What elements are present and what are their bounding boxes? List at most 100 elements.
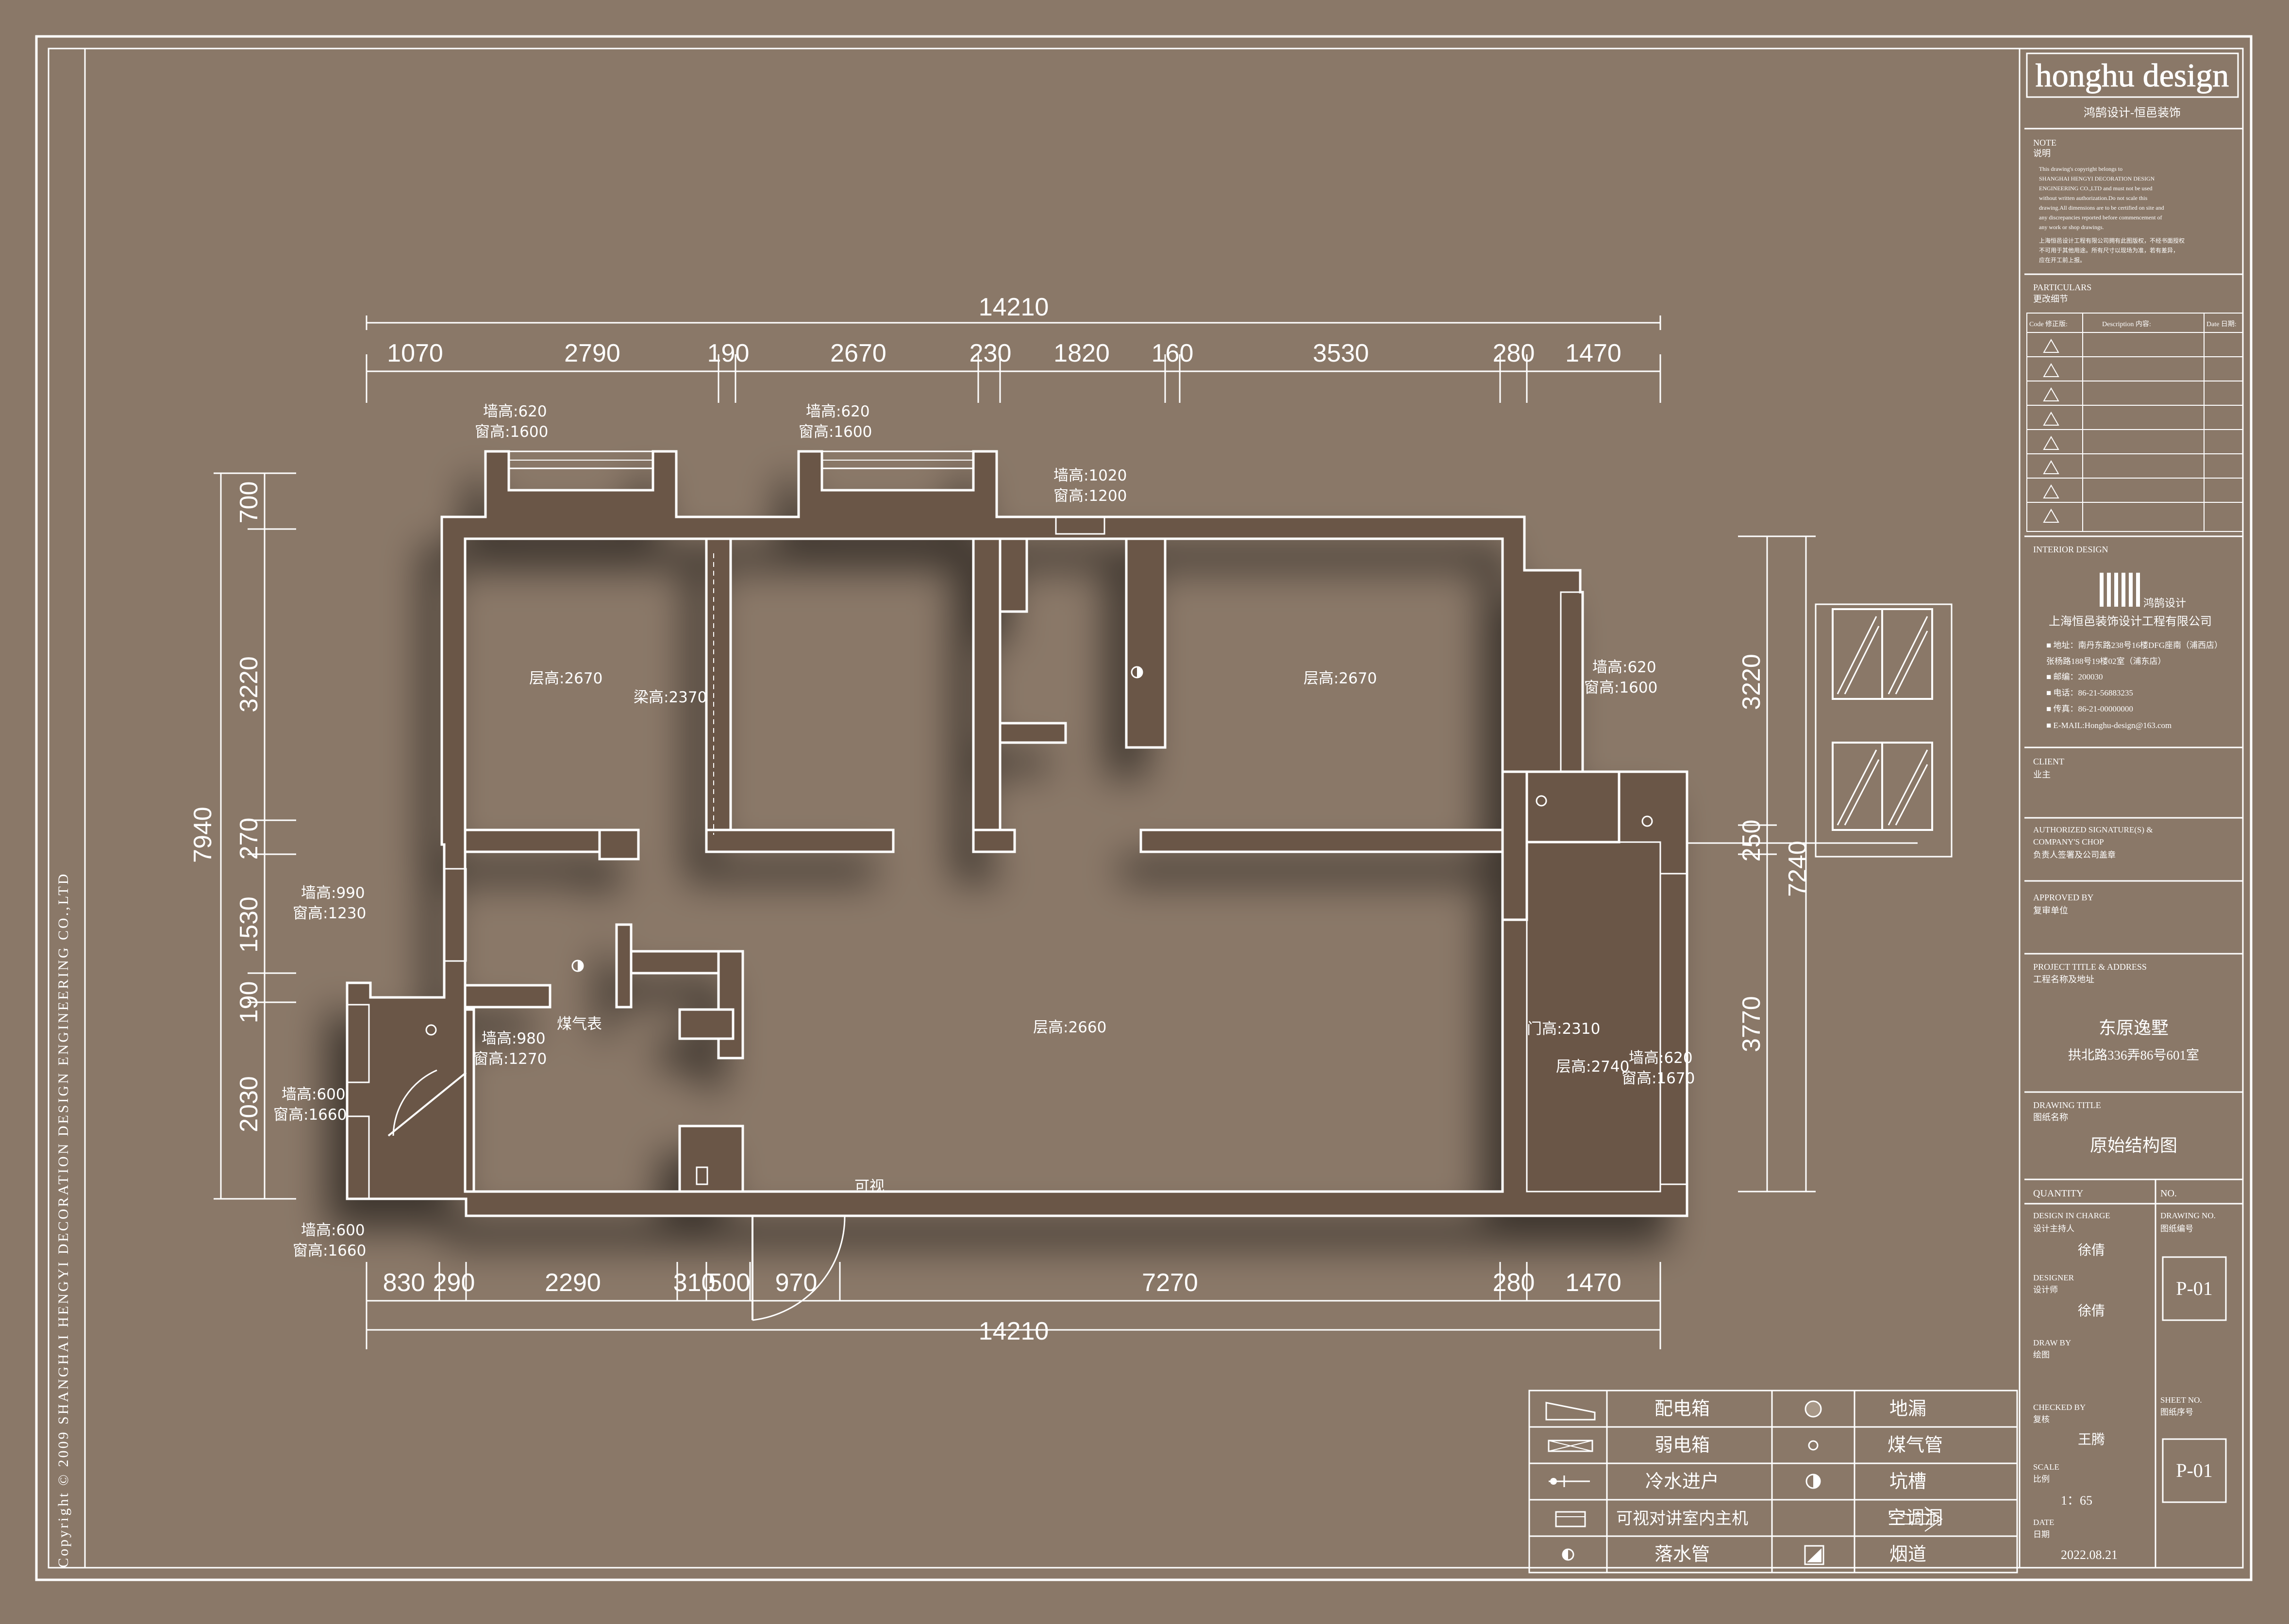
dim-top-4: 230	[969, 339, 1012, 367]
contact-5: ■ E-MAIL:Honghu-design@163.com	[2046, 721, 2172, 730]
label-window-height-5: 窗高:1230	[293, 905, 366, 922]
dim-bottom-total: 14210	[979, 1317, 1049, 1345]
left-dimension-lines	[214, 472, 296, 1200]
right-dimension-lines	[1738, 535, 1816, 1193]
dim-left-2: 270	[235, 818, 263, 860]
label-window-height-4: 窗高:1600	[1584, 679, 1657, 696]
ac-platform	[1525, 770, 1621, 844]
scale-cn: 比例	[2033, 1475, 2050, 1484]
label-window-height-8: 窗高:1660	[293, 1242, 366, 1259]
label-beam-height: 梁高:2370	[634, 689, 707, 706]
dim-top-7: 3530	[1313, 339, 1369, 367]
dim-top-0: 1070	[387, 339, 443, 367]
col-desc: Description 内容:	[2102, 320, 2151, 328]
drawing-title-en: DRAWING TITLE	[2033, 1100, 2101, 1110]
sheet-no-en: SHEET NO.	[2160, 1395, 2202, 1405]
designer-en: DESIGNER	[2033, 1273, 2074, 1282]
designer-value: 徐倩	[2078, 1303, 2105, 1319]
wall-kitchen-left	[464, 1008, 475, 1193]
title-block: honghu design 鸿鹄设计-恒邑装饰 NOTE 说明 This dra…	[2024, 52, 2243, 1568]
dim-bottom-1: 290	[433, 1269, 475, 1297]
note-line-9: 应在开工前上报。	[2039, 256, 2086, 264]
left-dimension-text: 7940 700 3220 270 1530 190 2030	[189, 481, 263, 1132]
legend-right-1: 煤气管	[1888, 1435, 1943, 1456]
drawing-no-box	[2162, 1256, 2227, 1321]
dim-right-0: 3220	[1738, 654, 1766, 710]
client-cn: 业主	[2033, 770, 2051, 779]
outer-frame	[35, 35, 2253, 1581]
label-intercom: 可视	[854, 1178, 885, 1195]
note-line-1: SHANGHAI HENGYI DECORATION DESIGN	[2039, 175, 2155, 182]
windows	[346, 450, 1688, 1200]
dim-right-1: 250	[1738, 820, 1766, 862]
note-line-8: 不可用于其他用途。所有尺寸以现场为准，若有差异，	[2039, 247, 2179, 254]
balcony-room	[1526, 841, 1661, 1193]
entrance-door[interactable]	[752, 1215, 846, 1321]
pit-icon-half	[578, 961, 583, 971]
brand-subtitle: 鸿鹄设计-恒邑装饰	[2084, 106, 2181, 119]
wall-bed1-stub	[598, 829, 640, 861]
window-elevation-symbols	[1815, 603, 1953, 858]
company-name: 上海恒邑装饰设计工程有限公司	[2049, 615, 2212, 628]
label-ceiling-living: 层高:2660	[1033, 1019, 1106, 1036]
label-wall-height-5: 墙高:990	[301, 884, 365, 902]
logo-box	[2026, 52, 2239, 98]
design-in-charge-en: DESIGN IN CHARGE	[2033, 1211, 2110, 1220]
legend-right-2: 坑槽	[1889, 1472, 1926, 1492]
client-en: CLIENT	[2033, 757, 2064, 766]
scale-en: SCALE	[2033, 1462, 2059, 1472]
label-window-height-7: 窗高:1660	[273, 1106, 347, 1124]
dim-top-8: 280	[1493, 339, 1535, 367]
label-ceiling-balcony: 层高:2740	[1556, 1058, 1629, 1076]
label-door-height: 门高:2310	[1527, 1020, 1600, 1038]
balcony-door[interactable]	[387, 1069, 467, 1137]
plan-labels: 墙高:620 窗高:1600 墙高:620 窗高:1600 墙高:1020 窗高…	[273, 403, 1695, 1259]
legend-left-3: 可视对讲室内主机	[1616, 1509, 1748, 1528]
note-line-6: any work or shop drawings.	[2039, 224, 2104, 231]
label-window-height-2: 窗高:1600	[799, 423, 872, 441]
dim-left-4: 190	[235, 981, 263, 1024]
downpipe-half	[1563, 1549, 1568, 1560]
wall-bed2-bath	[972, 537, 1002, 853]
label-window-height-9: 窗高:1670	[1621, 1070, 1695, 1087]
contact-3: ■ 电话：86-21-56883235	[2046, 688, 2133, 697]
drawing-no-en: DRAWING NO.	[2160, 1211, 2216, 1220]
wall-group	[346, 450, 1688, 1217]
note-heading-en: NOTE	[2033, 138, 2056, 148]
dim-top-1: 2790	[564, 339, 620, 367]
dim-bottom-4: 500	[708, 1269, 751, 1297]
checked-en: CHECKED BY	[2033, 1403, 2086, 1412]
label-gas-meter: 煤气表	[557, 1015, 602, 1033]
contact-lines: ■ 地址：南丹东路238号16楼DFG座南（浦西店） 张杨路188号19楼02室…	[2046, 641, 2222, 730]
brand-logo: honghu design	[2036, 57, 2229, 94]
dim-top-5: 1820	[1053, 339, 1110, 367]
legend-left-1: 弱电箱	[1654, 1435, 1710, 1456]
revision-triangles	[2043, 338, 2059, 523]
cold-water-dot	[1550, 1478, 1557, 1485]
intercom-icon	[1555, 1511, 1586, 1527]
label-wall-height-2: 墙高:620	[806, 403, 870, 420]
dim-left-5: 2030	[235, 1076, 263, 1132]
drawing-no-cn: 图纸编号	[2160, 1224, 2193, 1233]
weak-box-icon	[1548, 1440, 1593, 1452]
dim-top-3: 2670	[830, 339, 886, 367]
dim-bottom-7: 280	[1493, 1269, 1535, 1297]
project-name: 东原逸墅	[2099, 1018, 2169, 1038]
drawing-title-value: 原始结构图	[2090, 1136, 2177, 1155]
date-en: DATE	[2033, 1518, 2054, 1527]
drawing-no-value: P-01	[2176, 1277, 2213, 1299]
dim-right-2: 3770	[1738, 996, 1766, 1052]
ac-hole-icon	[1891, 1507, 1943, 1532]
particulars-heading-cn: 更改细节	[2033, 294, 2068, 304]
floor-drain-half	[1137, 667, 1142, 678]
dim-bottom-3: 310	[673, 1269, 716, 1297]
top-dimension-text: 14210 1070 2790 190 2670 230 1820 160 35…	[387, 293, 1621, 367]
dim-bottom-8: 1470	[1565, 1269, 1621, 1297]
dim-bottom-5: 970	[775, 1269, 818, 1297]
contact-2: ■ 邮编：200030	[2046, 672, 2103, 681]
flue-icon	[696, 1166, 708, 1185]
col-code: Code 修正版:	[2029, 320, 2068, 328]
legend-table	[1528, 1390, 2018, 1574]
